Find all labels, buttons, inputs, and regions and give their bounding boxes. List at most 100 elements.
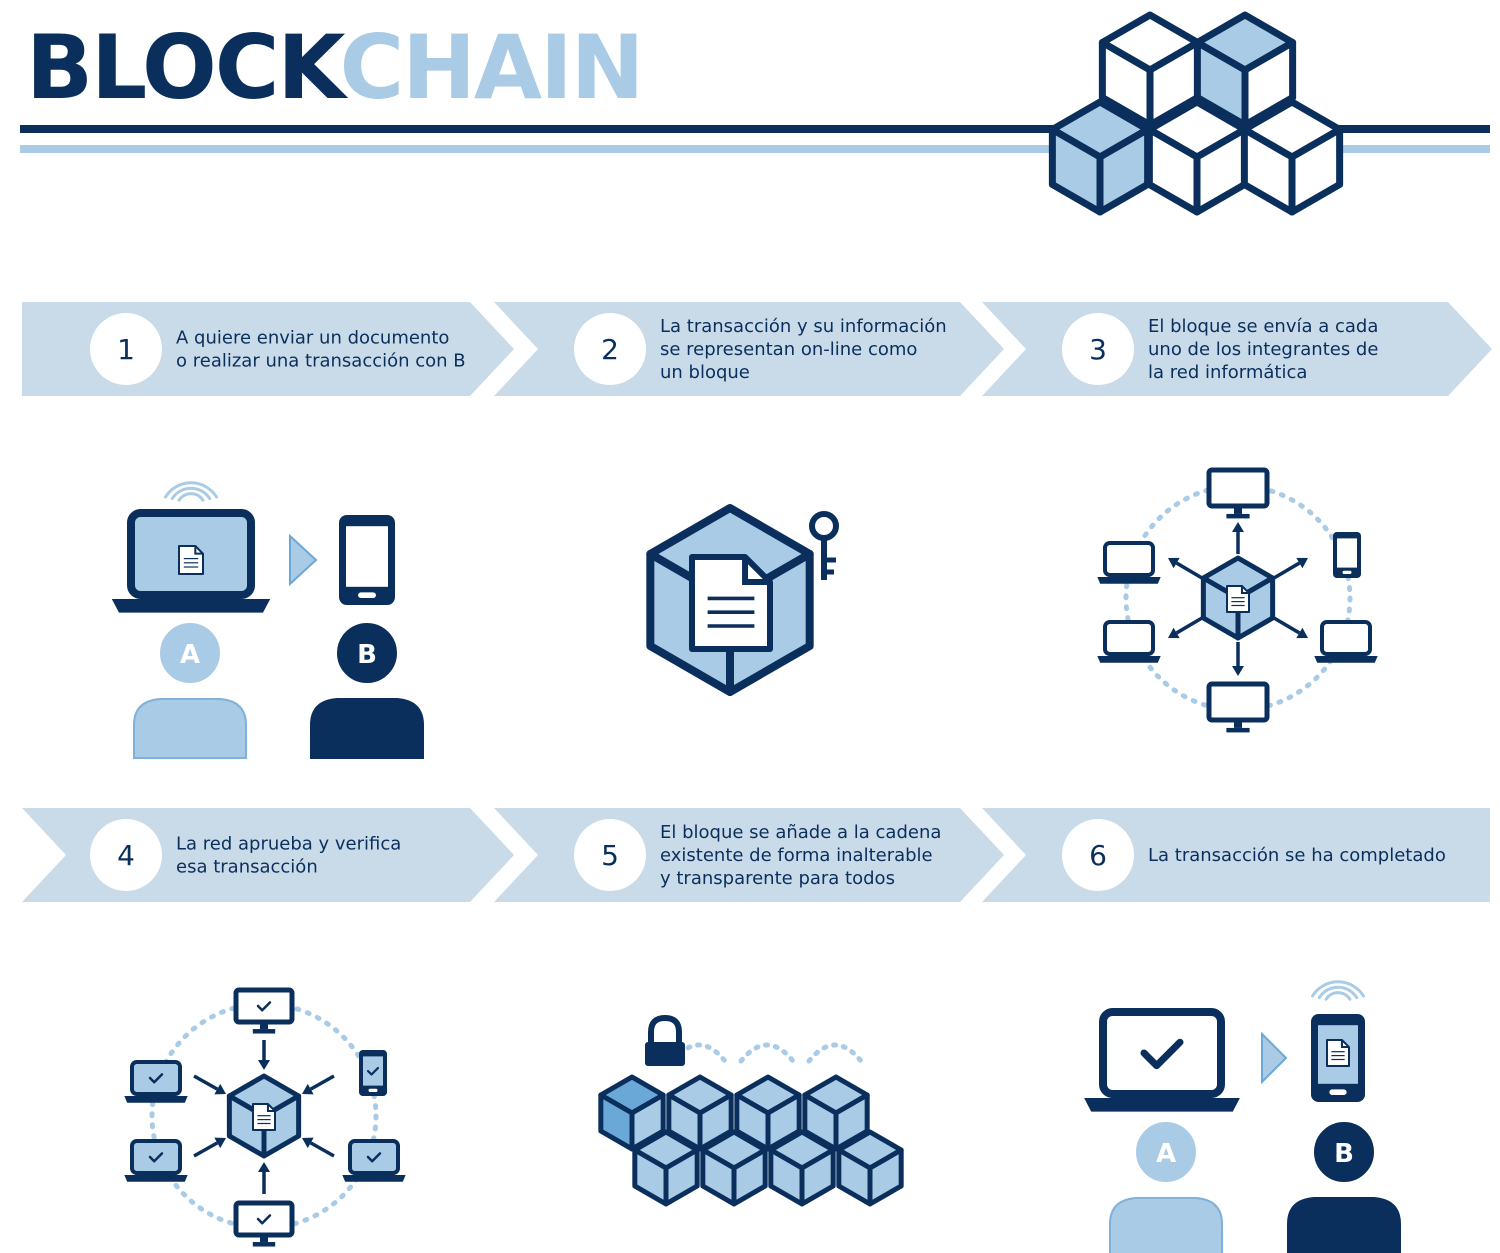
laptop-screen <box>1320 620 1372 656</box>
laptop-base <box>111 599 271 613</box>
key-ring <box>809 511 839 541</box>
step-text-line: un bloque <box>660 362 750 383</box>
header-cube <box>1193 11 1297 129</box>
person-body <box>310 698 424 759</box>
step-number-circle <box>574 313 646 385</box>
chain-cube <box>632 1129 700 1207</box>
monitor-foot <box>1226 727 1250 733</box>
laptop-icon <box>1097 541 1161 584</box>
monitor-icon <box>1206 681 1270 733</box>
step-text-line: El bloque se añade a la cadena <box>660 822 941 843</box>
title-part-chain: CHAIN <box>339 16 645 119</box>
title-part-block: BLOCK <box>26 16 342 119</box>
person-a: A <box>1109 1118 1223 1253</box>
key-icon <box>809 511 839 580</box>
lock-body <box>645 1042 685 1066</box>
step-text-line: La transacción y su información <box>660 316 947 337</box>
page-title: BLOCKCHAIN <box>26 24 644 112</box>
arrow-icon <box>1168 557 1203 580</box>
header-rule-dark <box>20 125 1490 133</box>
step-number: 5 <box>601 839 619 872</box>
header-cube <box>1048 98 1152 216</box>
cube-right <box>799 1147 836 1207</box>
phone-icon <box>1333 532 1361 578</box>
step-5-illustration <box>598 1014 904 1207</box>
step-number: 2 <box>601 333 619 366</box>
wifi-arc <box>1317 985 1359 1000</box>
document-page <box>1226 585 1250 613</box>
laptop-screen <box>1103 620 1155 656</box>
checkmark-icon <box>366 1152 382 1163</box>
wifi-icon <box>164 481 218 502</box>
laptop-screen <box>130 1060 182 1096</box>
arrow-shaft <box>193 1141 219 1158</box>
monitor-icon <box>233 1200 295 1247</box>
phone-button <box>1342 570 1352 574</box>
step-text-line: la red informática <box>1148 362 1307 383</box>
arrow-icon <box>302 1137 335 1158</box>
arrow-icon <box>1232 522 1244 554</box>
monitor-screen <box>233 1200 295 1238</box>
header-cube <box>1240 98 1344 216</box>
arrow-icon <box>1273 557 1308 580</box>
monitor-icon <box>1206 467 1270 519</box>
cube-right <box>731 1147 768 1207</box>
arrow-shaft <box>1175 561 1203 580</box>
step-number-circle <box>90 313 162 385</box>
document-page <box>1326 1039 1350 1067</box>
phone-screen <box>1337 538 1357 568</box>
lock-shackle <box>648 1014 682 1044</box>
step-text-line: uno de los integrantes de <box>1148 339 1378 360</box>
monitor-foot <box>252 1242 276 1247</box>
laptop-base <box>342 1175 406 1182</box>
step-4-illustration <box>124 987 406 1247</box>
document-fold <box>266 1104 275 1113</box>
arrow-icon <box>1232 642 1244 676</box>
document-page <box>178 545 204 575</box>
laptop-icon <box>124 1139 188 1182</box>
person-body <box>133 698 247 759</box>
checkmark-icon <box>148 1073 164 1084</box>
arrow-shaft <box>1273 561 1301 580</box>
step-2-illustration <box>646 504 839 696</box>
step-number: 3 <box>1089 333 1107 366</box>
laptop-icon <box>124 1060 188 1103</box>
arrow-icon <box>258 1162 270 1194</box>
chain-cube <box>768 1129 836 1207</box>
wifi-arc <box>170 486 212 501</box>
laptop-screen <box>1099 1008 1225 1098</box>
person-letter: B <box>357 640 377 670</box>
cube-cluster-icon <box>1048 11 1344 216</box>
arrow-head <box>1168 627 1180 639</box>
person-a: A <box>133 619 247 759</box>
person-head <box>156 619 224 687</box>
laptop-base <box>1314 656 1378 663</box>
monitor-stand <box>260 1235 268 1243</box>
step-number: 1 <box>117 333 135 366</box>
document-icon <box>1226 585 1250 613</box>
person-head <box>333 619 401 687</box>
document-icon <box>1326 1039 1350 1067</box>
phone-screen <box>363 1056 383 1086</box>
checkmark-icon <box>366 1066 380 1076</box>
person-body <box>1287 1197 1401 1253</box>
step-text-line: se representan on-line como <box>660 339 917 360</box>
new-block-cube <box>598 1074 666 1152</box>
step-text-line: La transacción se ha completado <box>1148 845 1446 866</box>
person-head <box>1310 1118 1378 1186</box>
arrow-head <box>1168 557 1180 569</box>
chain-link <box>670 1042 728 1064</box>
laptop-icon <box>1084 1008 1240 1112</box>
cube-right <box>663 1147 700 1207</box>
lock-icon <box>645 1014 685 1066</box>
phone-button <box>368 1088 378 1092</box>
arrow-shaft <box>309 1141 335 1158</box>
person-body <box>1109 1197 1223 1253</box>
arrow-icon <box>289 533 318 587</box>
document-fold <box>1240 586 1249 595</box>
laptop-screen <box>1103 541 1155 577</box>
cube-right <box>629 1092 666 1152</box>
